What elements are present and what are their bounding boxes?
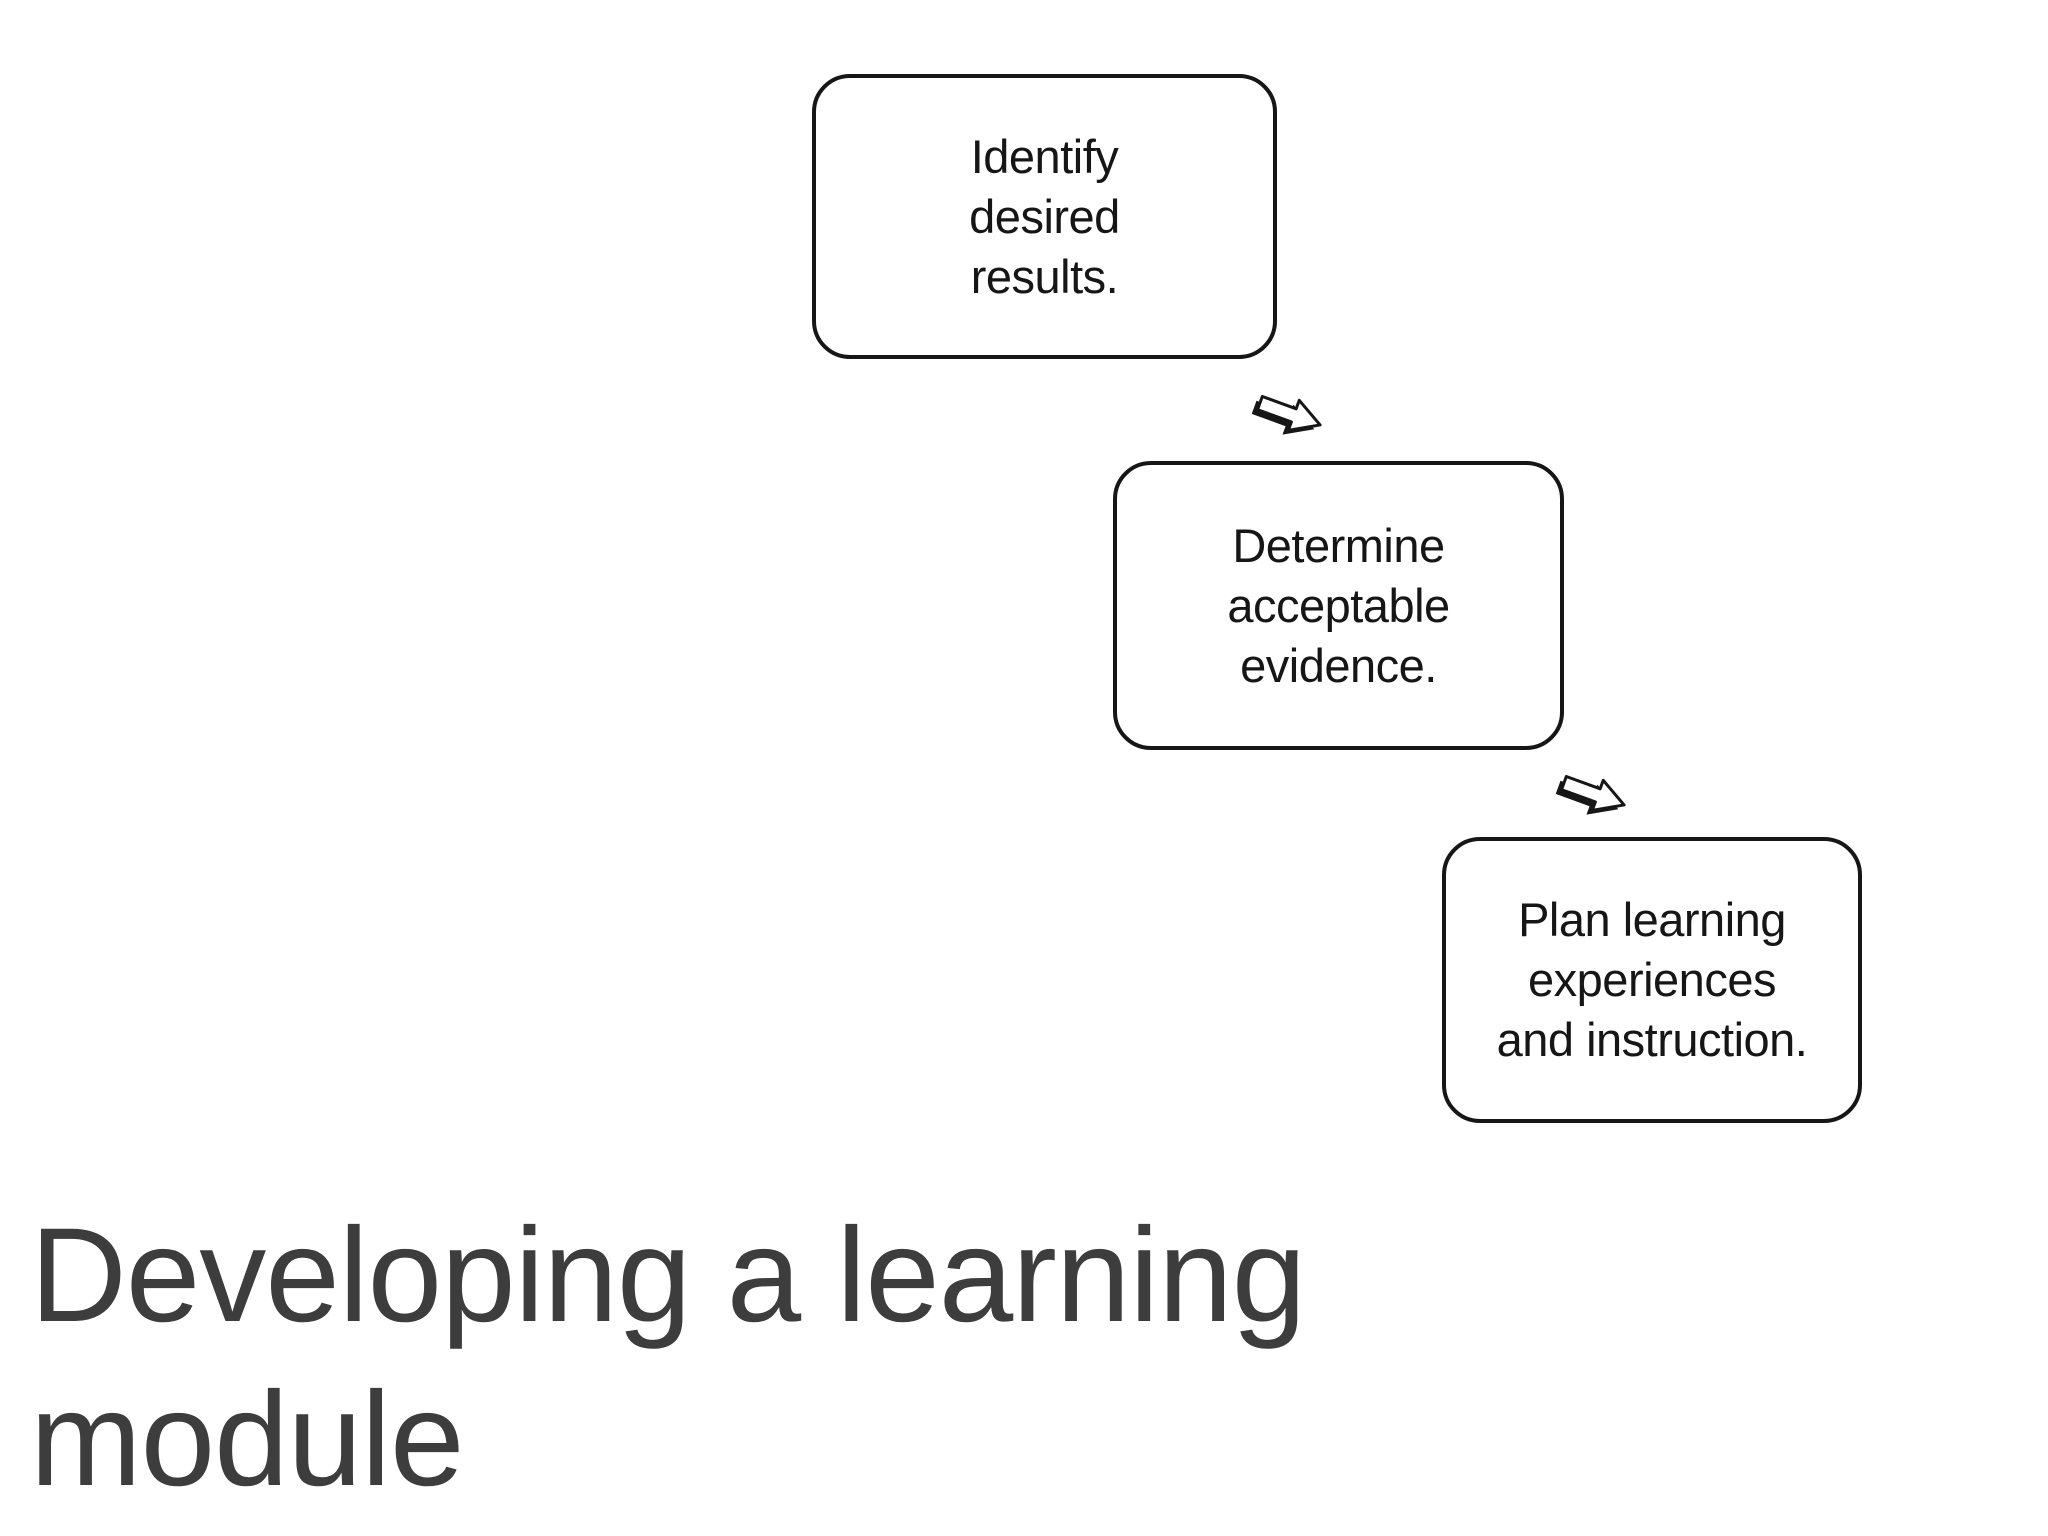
- flow-box-plan-learning-experiences: Plan learning experiences and instructio…: [1442, 837, 1862, 1123]
- flow-box-text: Determine acceptable evidence.: [1227, 516, 1450, 696]
- flow-box-line: experiences: [1528, 953, 1776, 1006]
- flow-box-line: Determine: [1232, 518, 1445, 572]
- flow-box-text: Plan learning experiences and instructio…: [1497, 890, 1808, 1070]
- flow-box-text: Identify desired results.: [969, 127, 1120, 307]
- flow-box-identify-desired-results: Identify desired results.: [812, 74, 1277, 359]
- flow-box-line: acceptable: [1227, 578, 1450, 632]
- down-right-arrow-icon: [1555, 774, 1626, 815]
- down-right-arrow-icon: [1251, 394, 1322, 435]
- flow-box-line: evidence.: [1240, 638, 1437, 692]
- flow-box-line: and instruction.: [1496, 1013, 1808, 1066]
- flow-box-line: Identify: [970, 129, 1119, 183]
- flow-box-line: Plan learning: [1518, 893, 1786, 946]
- flow-box-line: results.: [970, 249, 1119, 303]
- flow-box-determine-acceptable-evidence: Determine acceptable evidence.: [1113, 461, 1564, 750]
- page-title: Developing a learning module: [30, 1201, 1306, 1514]
- flow-box-line: desired: [969, 189, 1120, 243]
